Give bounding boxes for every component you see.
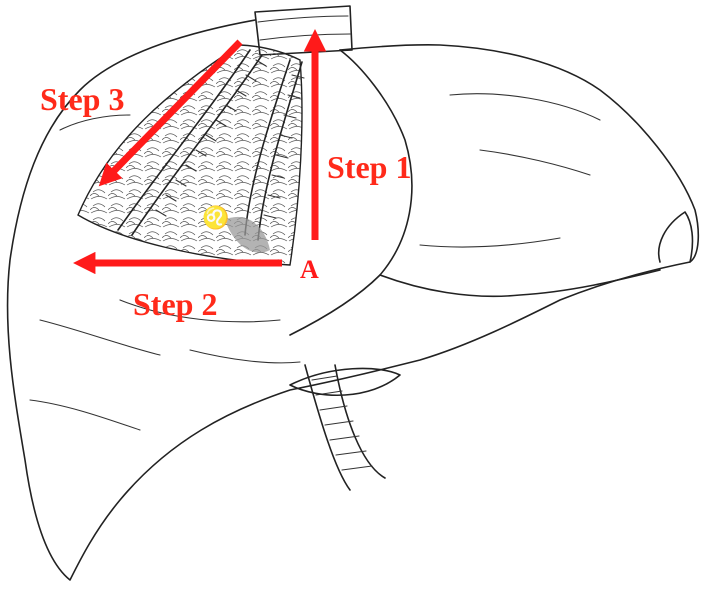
transection-surface: ♌ [77, 44, 305, 266]
steps-arrows [73, 29, 327, 275]
tumor-mark: ♌ [202, 205, 229, 230]
liver-outline [6, 19, 700, 581]
step1-label: Step 1 [327, 149, 411, 185]
step3-arrow [98, 39, 243, 187]
step2-label: Step 2 [133, 286, 217, 322]
point-a-label: A [300, 255, 319, 284]
step3-label: Step 3 [40, 81, 124, 117]
ivc-top [254, 5, 353, 56]
portal-vein [289, 364, 401, 491]
